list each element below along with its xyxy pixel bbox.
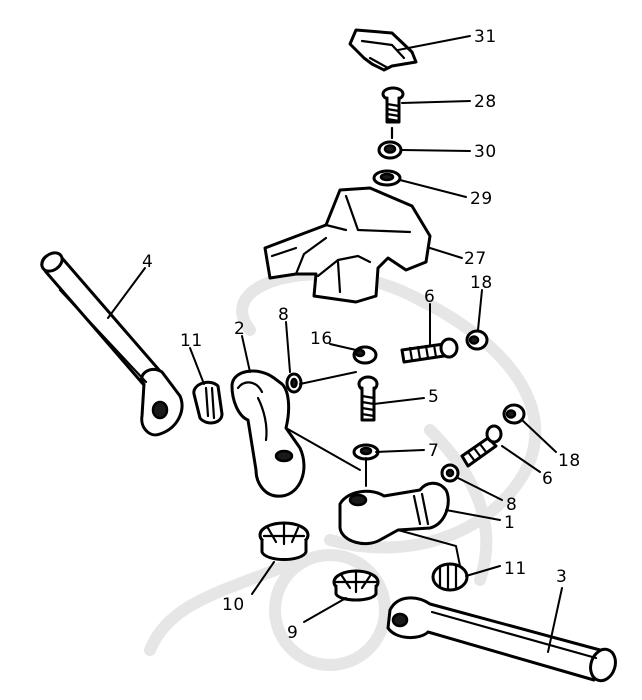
part-9-gear <box>332 569 380 602</box>
part-29-washer <box>372 169 402 187</box>
callout-1: 1 <box>504 513 515 533</box>
part-18-nut-upper <box>465 329 489 351</box>
part-8-washer-lower <box>440 463 460 483</box>
leader-lines <box>107 35 563 653</box>
callout-4: 4 <box>142 252 153 272</box>
callout-3: 3 <box>556 567 567 587</box>
part-11-grommet-left <box>192 380 224 425</box>
callout-labels: 31 28 30 29 27 4 11 2 8 16 6 18 5 7 18 6… <box>142 27 581 643</box>
part-16-nut <box>352 345 378 365</box>
part-30-nut <box>377 140 403 160</box>
part-11-grommet-right <box>431 562 469 592</box>
part-27-bracket <box>263 186 432 304</box>
callout-18-upper: 18 <box>470 273 493 293</box>
callout-6-lower: 6 <box>542 469 553 489</box>
background-watermark <box>144 268 542 671</box>
callout-8-lower: 8 <box>506 495 517 515</box>
callout-28: 28 <box>474 92 497 112</box>
callout-9: 9 <box>287 623 298 643</box>
callout-16: 16 <box>310 329 333 349</box>
part-2-arm <box>230 369 306 498</box>
part-31-cap <box>348 28 418 72</box>
callout-30: 30 <box>474 142 497 162</box>
callout-18-lower: 18 <box>558 451 581 471</box>
callout-31: 31 <box>474 27 497 47</box>
part-1-arm <box>338 481 450 545</box>
part-6-bolt-lower <box>460 424 503 468</box>
part-8-washer-upper <box>285 372 303 394</box>
callout-11-right: 11 <box>504 559 527 579</box>
callout-27: 27 <box>464 249 487 269</box>
assembly-guide-lines <box>285 371 461 567</box>
callout-11-left: 11 <box>180 331 203 351</box>
callout-6-upper: 6 <box>424 287 435 307</box>
part-7-washer <box>352 443 380 461</box>
callout-2: 2 <box>234 319 245 339</box>
part-18-nut-lower <box>502 403 526 425</box>
part-4-rod <box>40 251 184 437</box>
callout-10: 10 <box>222 595 245 615</box>
part-10-gear <box>258 521 310 561</box>
callout-7: 7 <box>428 441 439 461</box>
callout-5: 5 <box>428 387 439 407</box>
part-5-bolt <box>357 375 379 422</box>
part-28-screw <box>381 86 405 124</box>
callout-29: 29 <box>470 189 493 209</box>
part-3-rod <box>386 596 617 683</box>
callout-8-upper: 8 <box>278 305 289 325</box>
